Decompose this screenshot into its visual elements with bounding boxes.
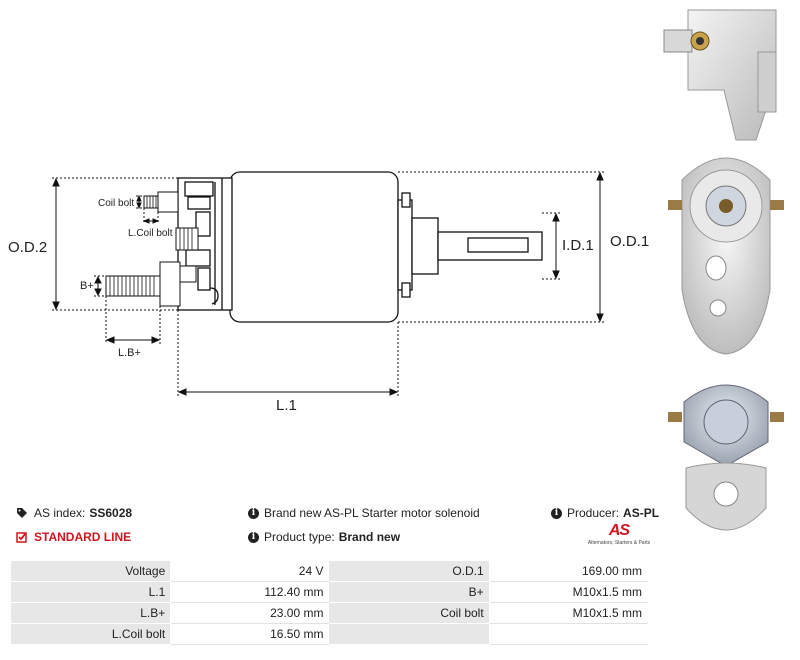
spec-value: M10x1.5 mm xyxy=(488,602,649,624)
producer-value: AS-PL xyxy=(623,506,660,520)
solenoid-technical-drawing: O.D.2 O.D.1 I.D.1 L.1 L.B+ B+ Coil bolt … xyxy=(8,171,649,414)
product-photo-side xyxy=(663,9,777,141)
description-text: Brand new AS-PL Starter motor solenoid xyxy=(264,506,480,520)
check-square-icon xyxy=(16,532,27,543)
producer-label: Producer: xyxy=(567,506,620,520)
spec-value: 16.50 mm xyxy=(170,623,330,645)
as-index-value: SS6028 xyxy=(89,506,133,520)
b-plus-stud xyxy=(105,261,197,307)
spec-value: 23.00 mm xyxy=(170,602,330,624)
b-plus-label: B+ xyxy=(80,280,94,292)
as-index: AS index: SS6028 xyxy=(16,506,132,520)
spec-label: L.B+ xyxy=(9,602,172,624)
spec-label: L.Coil bolt xyxy=(9,623,172,645)
od1-label: O.D.1 xyxy=(610,233,649,250)
description: i Brand new AS-PL Starter motor solenoid xyxy=(248,506,480,520)
standard-line-label: STANDARD LINE xyxy=(34,530,132,544)
od2-label: O.D.2 xyxy=(8,239,47,256)
as-pl-logo: AS Alternators, Starters & Parts xyxy=(585,522,653,558)
spec-value: 24 V xyxy=(170,560,330,582)
spec-label: O.D.1 xyxy=(328,560,490,582)
spec-table: Voltage 24 V O.D.1 169.00 mm L.1 112.40 … xyxy=(9,560,649,645)
as-index-label: AS index: xyxy=(34,506,86,520)
producer: i Producer: AS-PL xyxy=(551,506,659,520)
info-icon: i xyxy=(248,531,259,543)
table-row: L.B+ 23.00 mm Coil bolt M10x1.5 mm xyxy=(9,602,649,624)
lcoil-bolt-label: L.Coil bolt xyxy=(128,228,173,239)
logo-mark: AS xyxy=(608,522,630,539)
spec-value: M10x1.5 mm xyxy=(488,581,649,603)
table-row: L.1 112.40 mm B+ M10x1.5 mm xyxy=(9,581,649,603)
spec-label xyxy=(328,623,490,645)
table-row: L.Coil bolt 16.50 mm xyxy=(9,623,649,645)
spec-label: L.1 xyxy=(9,581,172,603)
product-type: i Product type: Brand new xyxy=(248,530,400,544)
spec-value xyxy=(488,623,649,645)
id1-label: I.D.1 xyxy=(562,237,594,254)
coil-bolt-label: Coil bolt xyxy=(98,198,134,209)
product-type-label: Product type: xyxy=(264,530,335,544)
info-icon: i xyxy=(248,507,259,519)
info-icon: i xyxy=(551,507,562,519)
l1-label: L.1 xyxy=(276,397,297,414)
solenoid-body xyxy=(229,171,399,323)
product-photo-rear xyxy=(668,384,784,531)
plunger-flange xyxy=(397,199,413,291)
table-row: Voltage 24 V O.D.1 169.00 mm xyxy=(9,560,649,582)
tag-icon xyxy=(17,508,27,518)
spec-label: Voltage xyxy=(9,560,172,582)
spec-value: 112.40 mm xyxy=(170,581,330,603)
spec-label: B+ xyxy=(328,581,490,603)
product-photo-front xyxy=(668,157,784,355)
spec-value: 169.00 mm xyxy=(488,560,649,582)
lb-label: L.B+ xyxy=(118,347,141,359)
coil-bolt xyxy=(143,191,199,251)
product-type-value: Brand new xyxy=(338,530,401,544)
standard-line: STANDARD LINE xyxy=(16,530,131,544)
logo-tagline: Alternators, Starters & Parts xyxy=(587,540,651,546)
spec-label: Coil bolt xyxy=(328,602,490,624)
